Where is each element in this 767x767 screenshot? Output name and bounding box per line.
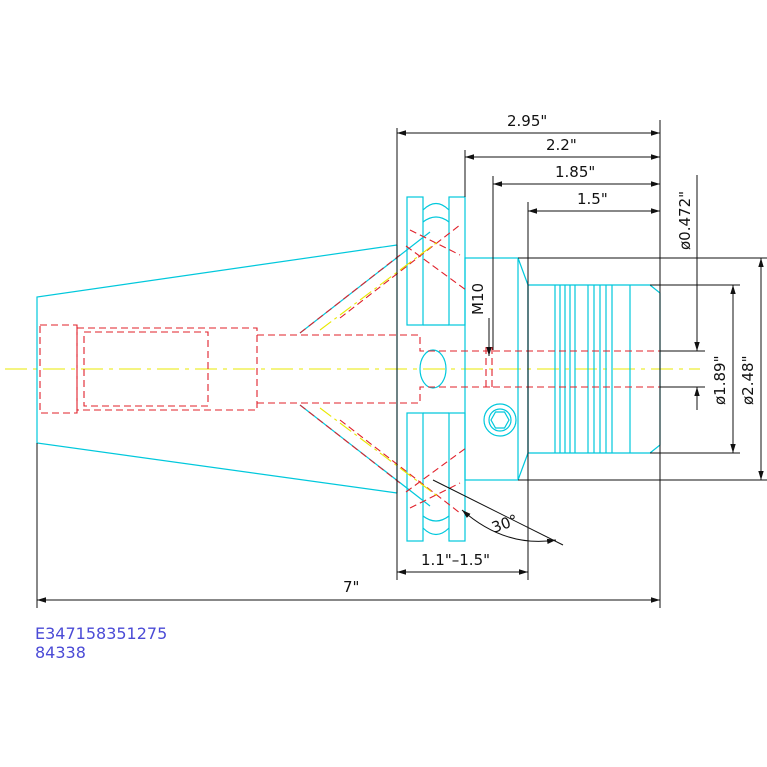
dim-text-1.89: ø1.89" <box>711 356 729 405</box>
flange-bottom-left <box>406 412 424 542</box>
dim-text-2.48: ø2.48" <box>739 356 757 405</box>
rear-bore <box>39 324 78 414</box>
flange-top-left <box>406 196 424 326</box>
dim-text-angle: 30° <box>489 511 520 537</box>
dim-text-range: 1.1"–1.5" <box>421 551 490 569</box>
dim-text-m10: M10 <box>469 283 487 315</box>
hidden-lines <box>39 224 660 514</box>
part-code-line1: E347158351275 <box>35 624 167 643</box>
tool-outline <box>36 196 661 542</box>
angle-arc <box>461 509 557 545</box>
dim-text-0.472: ø0.472" <box>676 191 694 250</box>
part-code-line2: 84338 <box>35 643 86 662</box>
flange-bottom-right <box>448 412 466 542</box>
set-screw <box>483 403 517 437</box>
drive-collar <box>464 257 519 481</box>
dimension-lines <box>36 120 767 608</box>
dim-text-2.2: 2.2" <box>546 136 577 154</box>
dim-text-1.5: 1.5" <box>577 190 608 208</box>
flange-top-right <box>448 196 466 326</box>
dim-text-overall: 7" <box>343 578 359 596</box>
dim-text-2.95: 2.95" <box>507 112 547 130</box>
taper-outline <box>36 244 398 494</box>
cone-accent-lines <box>319 239 441 499</box>
dim-text-1.85: 1.85" <box>555 163 595 181</box>
